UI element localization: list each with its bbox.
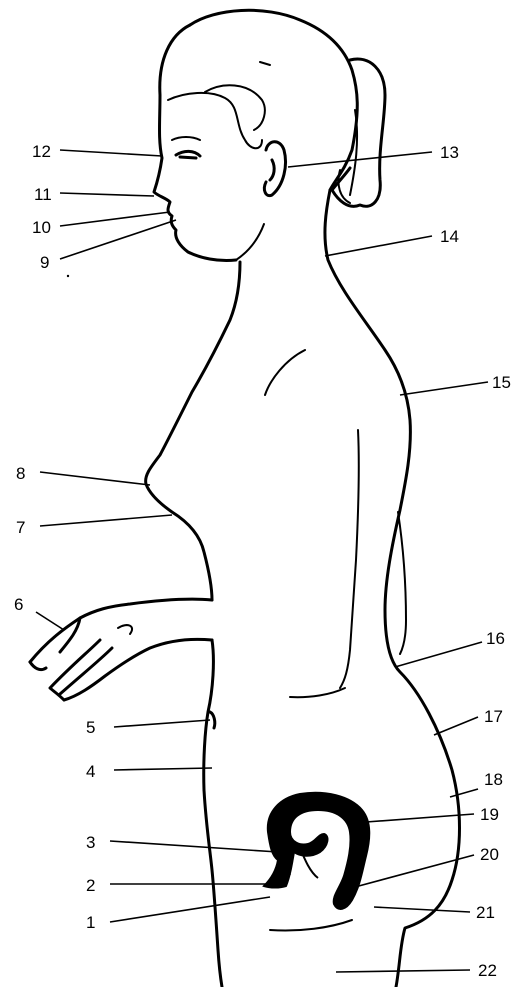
- leader-9: [60, 220, 176, 259]
- label-5: 5: [86, 718, 95, 737]
- eye: [176, 151, 200, 158]
- label-12: 12: [32, 142, 51, 161]
- label-2: 2: [86, 876, 95, 895]
- elbow-line: [290, 688, 345, 697]
- leader-11: [60, 193, 154, 196]
- front-torso-outline: [146, 262, 240, 600]
- label-16: 16: [486, 629, 505, 648]
- leader-16: [395, 642, 482, 667]
- label-21: 21: [476, 903, 495, 922]
- label-17: 17: [484, 707, 503, 726]
- upper-arm-outline: [265, 350, 359, 688]
- label-1: 1: [86, 913, 95, 932]
- arm-outline: [30, 599, 212, 700]
- jaw-line: [236, 224, 264, 260]
- abdomen-outline: [204, 640, 222, 987]
- thigh-line: [270, 920, 352, 931]
- hairline-detail: [168, 62, 270, 148]
- label-4: 4: [86, 762, 95, 781]
- leader-6: [36, 612, 64, 630]
- ponytail-outline: [332, 59, 385, 206]
- leader-5: [114, 720, 210, 727]
- leader-18: [450, 789, 478, 797]
- leader-8: [40, 472, 150, 485]
- leader-14: [325, 236, 432, 256]
- label-19: 19: [480, 805, 499, 824]
- ear: [264, 142, 285, 196]
- label-13: 13: [440, 143, 459, 162]
- leader-17: [434, 717, 478, 735]
- leader-22: [336, 970, 470, 972]
- face-profile-outline: [154, 25, 236, 261]
- back-outline: [325, 190, 460, 987]
- label-10: 10: [32, 218, 51, 237]
- label-3: 3: [86, 833, 95, 852]
- label-9: 9: [40, 253, 49, 272]
- leader-12: [60, 150, 162, 156]
- leader-7: [40, 515, 172, 526]
- navel: [210, 712, 215, 728]
- leader-13: [288, 152, 432, 167]
- leader-1: [110, 897, 270, 922]
- label-22: 22: [478, 961, 497, 980]
- leader-3: [110, 841, 278, 852]
- label-11: 11: [34, 185, 52, 204]
- leader-15: [400, 382, 488, 395]
- label-15: 15: [492, 373, 511, 392]
- label-7: 7: [16, 518, 25, 537]
- label-18: 18: [484, 770, 503, 789]
- label-20: 20: [480, 845, 499, 864]
- stray-dot: [67, 275, 69, 277]
- leader-4: [114, 768, 212, 770]
- ponytail-strand: [338, 110, 357, 203]
- uterus: [264, 793, 369, 909]
- hand-fingers: [30, 618, 112, 700]
- back-inner-line: [398, 512, 406, 654]
- label-14: 14: [440, 227, 459, 246]
- leader-21: [374, 907, 470, 912]
- hand-detail: [118, 625, 132, 634]
- leader-10: [60, 212, 170, 226]
- label-8: 8: [16, 464, 25, 483]
- eyebrow: [172, 137, 200, 140]
- label-6: 6: [14, 595, 23, 614]
